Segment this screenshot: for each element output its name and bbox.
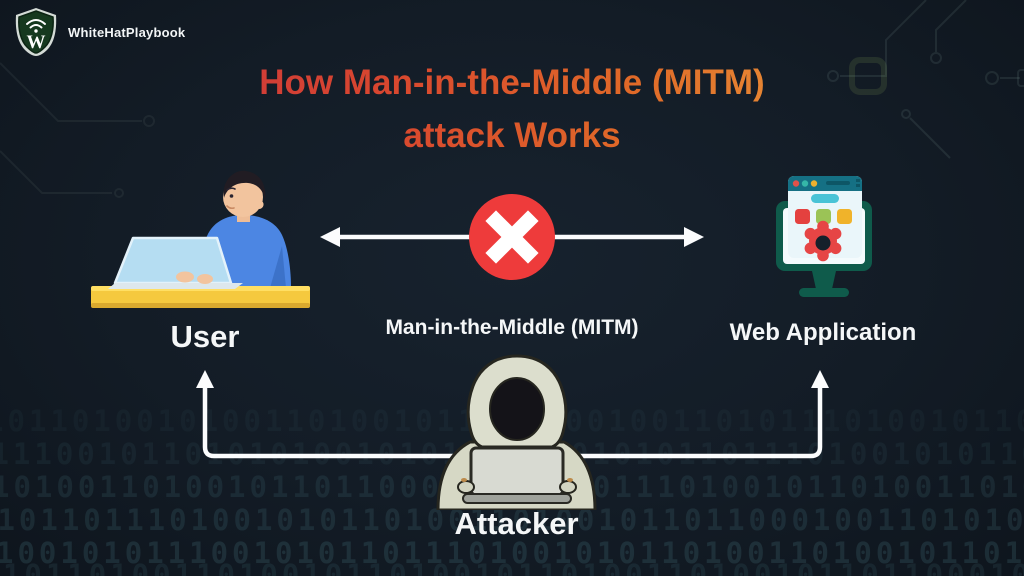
blocked-connection-arrow	[320, 194, 704, 280]
circuit-pattern-icon	[827, 0, 1024, 159]
title-line-1: How Man-in-the-Middle (MITM)	[259, 63, 765, 102]
binary-row: 1010110100110100101101001011010011010010…	[0, 558, 1024, 576]
brand-name: WhiteHatPlaybook	[68, 24, 186, 40]
user-at-laptop-illustration	[91, 170, 310, 308]
svg-text:W: W	[27, 32, 46, 53]
whitehatplaybook-logo: W WhiteHatPlaybook	[13, 7, 185, 57]
attacker-label: Attacker	[454, 506, 579, 541]
web-application-monitor-icon	[776, 176, 872, 297]
arrow-up-to-user	[196, 370, 214, 388]
web-application-label: Web Application	[729, 319, 917, 346]
user-label: User	[170, 319, 240, 354]
mitm-label: Man-in-the-Middle (MITM)	[385, 316, 639, 339]
page-title: How Man-in-the-Middle (MITM) attack Work…	[0, 56, 1024, 162]
circuit-pattern-icon	[0, 62, 155, 198]
hooded-attacker-illustration	[436, 354, 597, 510]
title-line-2: attack Works	[403, 116, 621, 155]
shield-w-logo-icon: W	[15, 8, 57, 56]
binary-row: 1001010111001010110111010010101101001101…	[0, 536, 1024, 570]
arrow-up-to-webapp	[811, 370, 829, 388]
